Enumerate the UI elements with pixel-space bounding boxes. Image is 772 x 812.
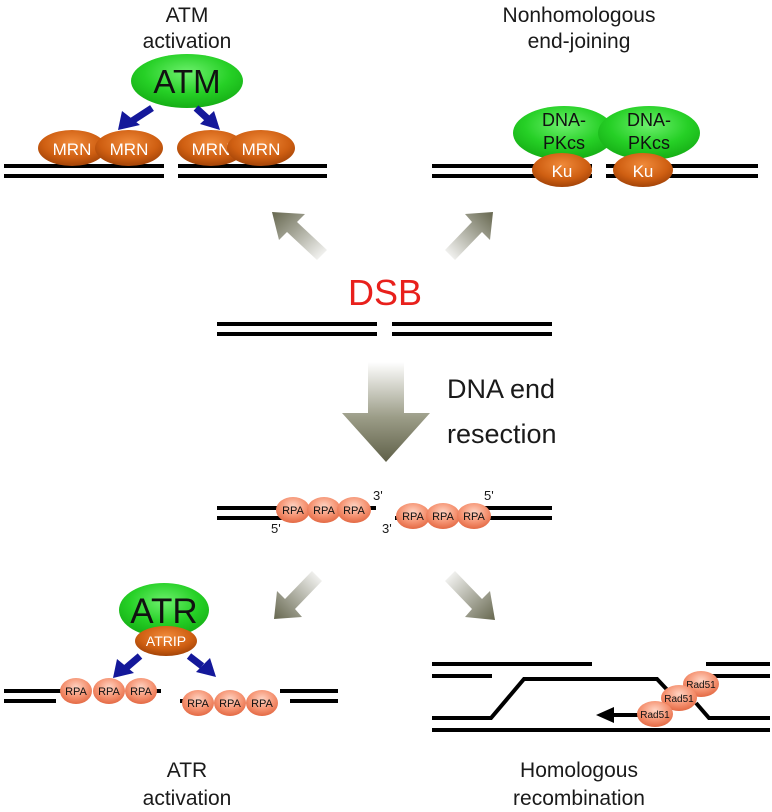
rpa-2: RPA — [93, 678, 125, 704]
svg-text:RPA: RPA — [463, 511, 485, 523]
gray-arrow-down-right — [445, 571, 495, 620]
rad51-3: Rad51 — [637, 701, 673, 727]
svg-text:DNA-: DNA- — [542, 110, 586, 130]
resected-dna: RPA RPA RPA RPA RPA RPA 3' 5' 5' 3' — [217, 488, 552, 536]
hr-extension-arrow — [596, 707, 648, 723]
atm-protein: ATM — [131, 54, 243, 108]
atm-activation-title-line2: activation — [143, 30, 232, 53]
atr-activation-panel: ATR ATRIP RPA RPA — [4, 583, 338, 810]
rpa-6: RPA — [457, 503, 491, 529]
hr-title-line1: Homologous — [520, 759, 638, 782]
atm-label: ATM — [153, 63, 220, 100]
resection-label-line1: DNA end — [447, 374, 555, 404]
svg-text:RPA: RPA — [251, 698, 273, 710]
dsb-label: DSB — [348, 272, 422, 313]
dna-right-end — [606, 164, 758, 178]
rpa-1: RPA — [276, 497, 310, 523]
svg-text:Rad51: Rad51 — [686, 680, 716, 691]
mrn-complex-1: MRN — [38, 130, 106, 166]
five-prime-label-top: 5' — [484, 488, 494, 503]
rpa-2: RPA — [307, 497, 341, 523]
svg-text:Rad51: Rad51 — [664, 694, 694, 705]
hr-title-line2: recombination — [513, 787, 645, 810]
atr-label: ATR — [130, 592, 197, 631]
resection-arrow — [342, 362, 430, 462]
three-prime-label-bottom: 3' — [382, 521, 392, 536]
dna-left-end — [4, 164, 164, 178]
gray-arrow-up-left — [272, 212, 327, 260]
hr-invading-strand — [432, 675, 770, 720]
hr-template-duplex — [432, 662, 770, 678]
svg-text:Ku: Ku — [552, 162, 573, 181]
svg-text:PKcs: PKcs — [543, 133, 585, 153]
svg-text:RPA: RPA — [402, 511, 424, 523]
svg-text:Ku: Ku — [633, 162, 654, 181]
rpa-3: RPA — [337, 497, 371, 523]
svg-text:RPA: RPA — [65, 686, 87, 698]
gray-arrow-down-left — [274, 571, 322, 619]
svg-text:DNA-: DNA- — [627, 110, 671, 130]
atrip-label: ATRIP — [146, 633, 186, 649]
mrn-complex-3: MRN — [177, 130, 245, 166]
hr-bottom-strand — [432, 728, 770, 732]
rad51-2: Rad51 — [661, 685, 697, 711]
dsb-panel: DSB — [217, 272, 552, 336]
rpa-5: RPA — [214, 690, 246, 716]
svg-text:RPA: RPA — [187, 698, 209, 710]
atrip-protein: ATRIP — [135, 626, 197, 656]
svg-text:RPA: RPA — [313, 505, 335, 517]
atm-activation-title-line1: ATM — [166, 4, 209, 27]
dnapkcs-1: DNA- PKcs — [513, 106, 615, 160]
atr-activation-title-line1: ATR — [167, 759, 207, 782]
rpa-4: RPA — [396, 503, 430, 529]
svg-text:MRN: MRN — [53, 140, 92, 159]
svg-text:MRN: MRN — [192, 140, 231, 159]
blue-arrow-left — [113, 653, 143, 678]
rpa-1: RPA — [60, 678, 92, 704]
blue-arrow-left — [118, 105, 154, 130]
svg-text:Rad51: Rad51 — [640, 710, 670, 721]
ku-2: Ku — [613, 153, 673, 187]
svg-text:MRN: MRN — [242, 140, 281, 159]
three-prime-label-top: 3' — [373, 488, 383, 503]
five-prime-label-bottom: 5' — [271, 521, 281, 536]
atm-activation-panel: ATM activation ATM MRN MRN — [4, 4, 327, 178]
svg-text:RPA: RPA — [282, 505, 304, 517]
dsb-dna-right — [392, 322, 552, 336]
nhej-panel: Nonhomologous end-joining DNA- PKcs DNA-… — [432, 4, 758, 187]
nhej-title-line2: end-joining — [528, 30, 631, 53]
blue-arrow-right — [186, 653, 216, 677]
dnapkcs-2: DNA- PKcs — [598, 106, 700, 160]
dna-right-end — [178, 164, 327, 178]
blue-arrow-right — [193, 105, 220, 130]
svg-text:MRN: MRN — [110, 140, 149, 159]
svg-text:RPA: RPA — [343, 505, 365, 517]
svg-text:RPA: RPA — [219, 698, 241, 710]
ku-1: Ku — [532, 153, 592, 187]
hr-panel: Rad51 Rad51 Rad51 Homologous recombinati… — [432, 662, 770, 810]
dsb-dna-left — [217, 322, 377, 336]
svg-text:RPA: RPA — [130, 686, 152, 698]
mrn-complex-4: MRN — [227, 130, 295, 166]
atr-protein: ATR — [119, 583, 209, 637]
rpa-6: RPA — [246, 690, 278, 716]
mrn-complex-2: MRN — [95, 130, 163, 166]
nhej-title-line1: Nonhomologous — [503, 4, 656, 27]
dna-left-end — [432, 164, 592, 178]
resection-label-line2: resection — [447, 419, 557, 449]
svg-text:PKcs: PKcs — [628, 133, 670, 153]
atr-activation-title-line2: activation — [143, 787, 232, 810]
rpa-5: RPA — [426, 503, 460, 529]
gray-arrow-up-right — [445, 212, 493, 260]
atr-dna: RPA RPA RPA RPA RPA RPA — [4, 678, 338, 716]
rpa-4: RPA — [182, 690, 214, 716]
svg-text:RPA: RPA — [432, 511, 454, 523]
svg-text:RPA: RPA — [98, 686, 120, 698]
rpa-3: RPA — [125, 678, 157, 704]
